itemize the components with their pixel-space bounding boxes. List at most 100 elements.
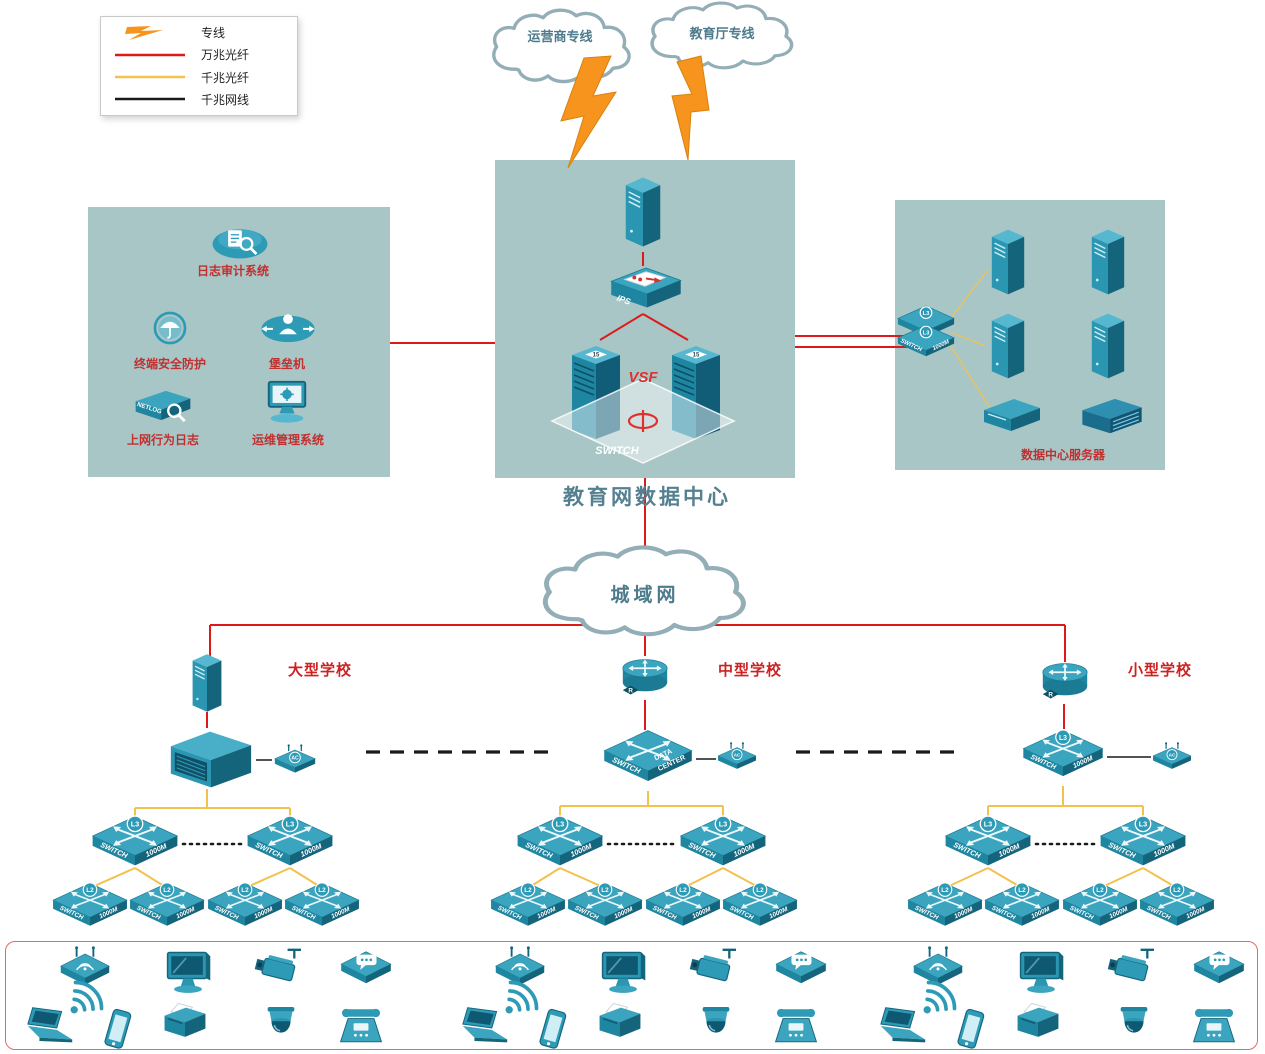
l2-switch: L2 SWITCH 1000M xyxy=(642,881,724,935)
terminal-security-label: 终端安全防护 xyxy=(133,357,207,371)
svg-text:R: R xyxy=(1048,691,1053,698)
log-audit-system-icon xyxy=(208,219,272,267)
l2-switch: L2 SWITCH 1000M xyxy=(204,881,286,935)
legend-item: 专线 xyxy=(111,24,287,41)
large-school-ac: AC xyxy=(271,743,319,777)
1g-copper-line-icon xyxy=(115,98,185,101)
desktop-monitor-icon xyxy=(597,948,649,996)
voice-terminal-icon xyxy=(1192,946,1246,988)
svg-text:L2: L2 xyxy=(1018,887,1026,894)
virtual-switch-label: SWITCH xyxy=(595,445,639,457)
svg-text:L2: L2 xyxy=(679,887,687,894)
net-behavior-log-icon: NETLOG xyxy=(130,384,196,428)
ptz-camera-icon xyxy=(251,946,305,992)
svg-text:AC: AC xyxy=(291,756,299,762)
carrier-cloud xyxy=(492,8,631,84)
svg-text:L3: L3 xyxy=(1059,735,1067,742)
wireless-ap-icon xyxy=(58,944,112,990)
l3-switch: L3 SWITCH 1000M xyxy=(940,814,1036,876)
l2-switch: L2 SWITCH 1000M xyxy=(487,881,569,935)
wireless-ap-icon xyxy=(911,944,965,990)
lightning-bolt-icon xyxy=(560,55,618,169)
wifi-signal-icon xyxy=(912,979,958,1025)
ip-phone-icon xyxy=(770,1004,822,1048)
large-school-gateway xyxy=(186,651,228,715)
svg-text:L2: L2 xyxy=(756,887,764,894)
10g-fiber-line-icon xyxy=(115,53,185,57)
dome-camera-icon xyxy=(261,1004,301,1048)
voice-terminal-icon xyxy=(339,946,393,988)
l3-switch: L3 SWITCH 1000M xyxy=(675,814,771,876)
smartphone-icon xyxy=(100,1007,134,1053)
svg-text:L2: L2 xyxy=(524,887,532,894)
dedicated-line-icon xyxy=(125,25,163,40)
wireless-ap-icon xyxy=(493,944,547,990)
l2-switch: L2 SWITCH 1000M xyxy=(126,881,208,935)
wifi-signal-icon xyxy=(494,979,540,1025)
vsf-switch-2: 15 xyxy=(665,339,727,445)
ip-phone-icon xyxy=(335,1004,387,1048)
datacenter-server xyxy=(986,226,1030,298)
ips-device: IPS xyxy=(602,264,688,320)
datacenter-rack-server xyxy=(1077,395,1147,439)
svg-text:L3: L3 xyxy=(719,820,728,829)
laptop-icon xyxy=(459,1005,513,1047)
printer-icon xyxy=(159,1001,211,1045)
legend-label: 千兆光纤 xyxy=(201,70,250,85)
bastion-host-icon xyxy=(257,305,319,351)
medium-school-core: SWITCH DATA CENTER xyxy=(599,728,697,792)
svg-text:R: R xyxy=(628,687,633,694)
server-zone-label: 数据中心服务器 xyxy=(1020,448,1106,462)
svg-text:L3: L3 xyxy=(923,311,931,317)
l2-switch: L2 SWITCH 1000M xyxy=(281,881,363,935)
large-school-core xyxy=(163,726,257,790)
datacenter-storage xyxy=(980,395,1044,437)
l2-switch: L2 SWITCH 1000M xyxy=(719,881,801,935)
medium-school-label: 中型学校 xyxy=(717,662,783,679)
svg-text:L2: L2 xyxy=(1173,887,1181,894)
svg-text:IPS: IPS xyxy=(616,293,633,307)
datacenter-title: 教育网数据中心 xyxy=(563,486,731,509)
laptop-icon xyxy=(877,1005,931,1047)
printer-icon xyxy=(1012,1001,1064,1045)
bastion-host-label: 堡垒机 xyxy=(268,357,306,371)
svg-text:L3: L3 xyxy=(984,820,993,829)
core-switch-stack: L3 L3 SWITCH 1000M xyxy=(893,302,959,364)
ptz-camera-icon xyxy=(1104,946,1158,992)
svg-text:L2: L2 xyxy=(163,887,171,894)
log-audit-label: 日志审计系统 xyxy=(196,264,270,278)
svg-text:L2: L2 xyxy=(1096,887,1104,894)
l3-switch: L3 SWITCH 1000M xyxy=(512,814,608,876)
small-school-router: R xyxy=(1038,658,1092,704)
medium-school-router: R xyxy=(618,654,672,700)
legend-item: 万兆光纤 xyxy=(111,46,287,63)
svg-text:15: 15 xyxy=(693,353,700,359)
education-cloud-label: 教育厅专线 xyxy=(689,26,755,41)
svg-text:L3: L3 xyxy=(131,820,140,829)
terminal-security-icon xyxy=(139,305,201,351)
printer-icon xyxy=(594,1001,646,1045)
legend-item: 千兆网线 xyxy=(111,91,287,108)
desktop-monitor-icon xyxy=(1015,948,1067,996)
smartphone-icon xyxy=(535,1007,569,1053)
small-school-ac: AC xyxy=(1150,741,1194,773)
lightning-bolts xyxy=(560,55,710,169)
svg-text:L2: L2 xyxy=(318,887,326,894)
datacenter-server xyxy=(1086,310,1130,382)
svg-text:L2: L2 xyxy=(241,887,249,894)
wifi-signal-icon xyxy=(59,979,105,1025)
legend-label: 专线 xyxy=(201,26,226,41)
laptop-icon xyxy=(24,1005,78,1047)
firewall xyxy=(620,172,666,252)
svg-text:L2: L2 xyxy=(86,887,94,894)
legend-label: 千兆网线 xyxy=(201,92,250,107)
l2-switch: L2 SWITCH 1000M xyxy=(49,881,131,935)
ops-management-icon xyxy=(257,378,317,426)
desktop-monitor-icon xyxy=(162,948,214,996)
svg-text:AC: AC xyxy=(1169,753,1176,759)
l3-switch: L3 SWITCH 1000M xyxy=(87,814,183,876)
legend: 专线 万兆光纤 千兆光纤 千兆网线 xyxy=(100,16,298,116)
ops-management-label: 运维管理系统 xyxy=(251,433,325,447)
svg-text:15: 15 xyxy=(593,353,600,359)
